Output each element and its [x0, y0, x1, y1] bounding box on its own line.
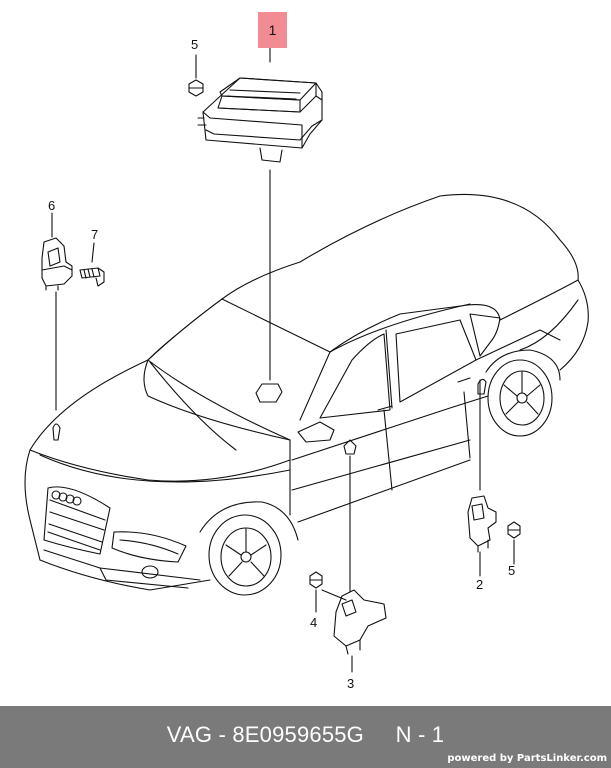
callout-6[interactable]: 6	[48, 198, 56, 213]
nut-rear	[507, 521, 521, 565]
mounting-location-1	[255, 383, 283, 403]
front-sensor	[41, 212, 73, 441]
callout-7[interactable]: 7	[91, 227, 99, 242]
callout-3[interactable]: 3	[347, 676, 355, 691]
powered-by-link[interactable]: powered by PartsLinker.com	[447, 753, 607, 764]
door-sensor	[333, 439, 387, 673]
callout-2[interactable]: 2	[476, 577, 484, 592]
callout-4[interactable]: 4	[310, 615, 318, 630]
rear-sensor	[467, 378, 497, 577]
nut-top	[188, 54, 204, 97]
callout-5-right[interactable]: 5	[508, 563, 516, 578]
airbag-control-unit	[197, 77, 323, 163]
brand-label: VAG	[166, 722, 213, 747]
car-illustration	[24, 193, 589, 596]
part-info: VAG - 8E0959655G N - 1	[0, 722, 611, 748]
front-sensor-screw	[79, 242, 105, 287]
part-number: 8E0959655G	[232, 722, 364, 747]
callout-1-highlight[interactable]: 1	[258, 12, 287, 48]
position-label: N - 1	[395, 722, 445, 747]
parts-diagram	[24, 47, 589, 673]
callout-1[interactable]: 1	[268, 22, 277, 38]
footer-bar: VAG - 8E0959655G N - 1 powered by PartsL…	[0, 706, 611, 768]
callout-5-top[interactable]: 5	[191, 37, 199, 52]
separator: -	[218, 722, 227, 747]
nut-door	[309, 571, 347, 613]
